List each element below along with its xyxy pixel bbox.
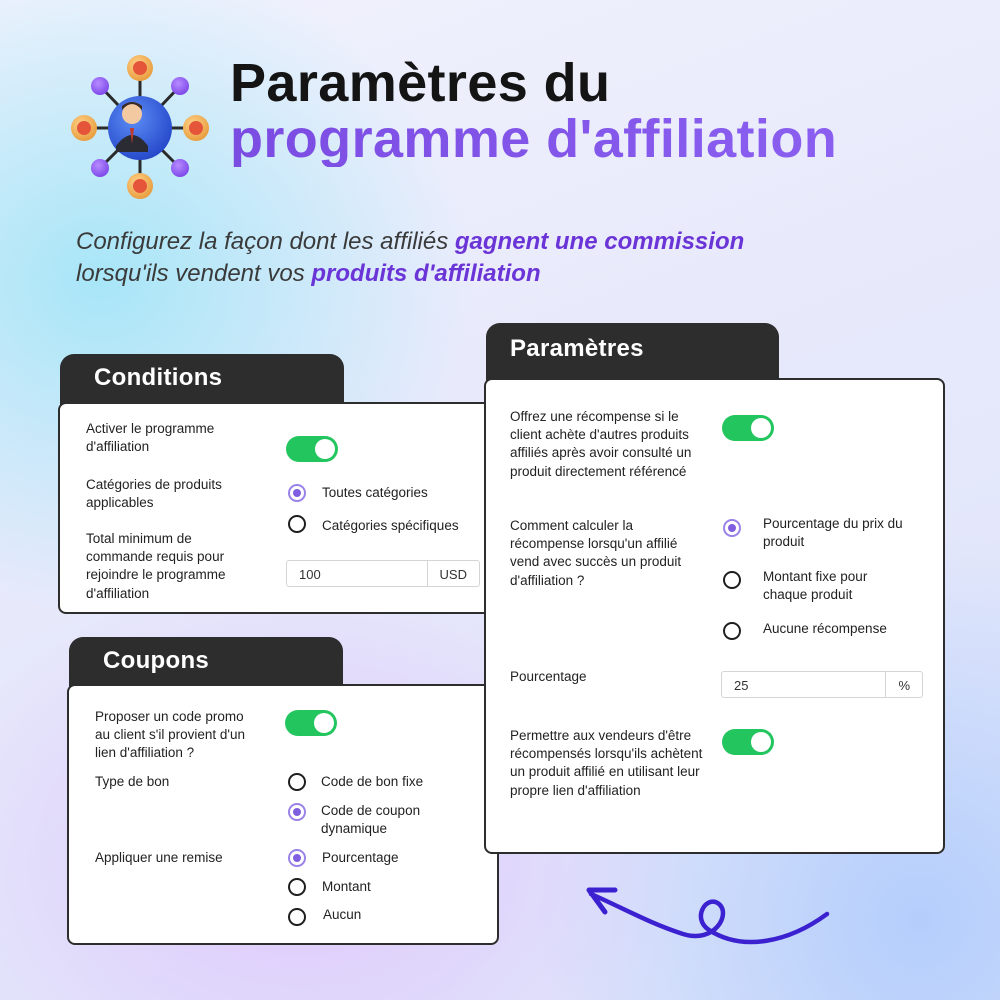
- affiliate-network-icon: [71, 55, 209, 199]
- calc-method-label: Comment calculer la récompense lorsqu'un…: [510, 518, 682, 588]
- option-calc-none: Aucune récompense: [763, 621, 887, 636]
- min-total-label: Total minimum de commande requis pour re…: [86, 531, 226, 601]
- radio-dynamic-coupon[interactable]: [288, 803, 306, 821]
- page-title: Paramètres du programme d'affiliation: [230, 55, 837, 167]
- radio-calc-none[interactable]: [723, 622, 741, 640]
- toggle-knob: [315, 439, 335, 459]
- option-all-categories: Toutes catégories: [322, 485, 428, 500]
- promo-code-toggle[interactable]: [285, 710, 337, 736]
- radio-calc-fixed[interactable]: [723, 571, 741, 589]
- option-calc-fixed: Montant fixe pour chaque produit: [763, 569, 868, 603]
- radio-discount-none[interactable]: [288, 908, 306, 926]
- min-total-input[interactable]: 100 USD: [286, 560, 480, 587]
- title-line-2: programme d'affiliation: [230, 109, 838, 170]
- discount-label: Appliquer une remise: [95, 850, 223, 865]
- subtitle: Configurez la façon dont les affiliés ga…: [76, 226, 876, 291]
- subtitle-highlight-2: produits d'affiliation: [311, 260, 541, 288]
- radio-specific-categories[interactable]: [288, 515, 306, 533]
- radio-discount-amount[interactable]: [288, 878, 306, 896]
- coupons-card: Proposer un code promo au client s'il pr…: [67, 684, 499, 945]
- self-reward-label: Permettre aux vendeurs d'être récompensé…: [510, 728, 703, 798]
- reward-other-label: Offrez une récompense si le client achèt…: [510, 409, 692, 479]
- enable-program-label: Activer le programme d'affiliation: [86, 421, 215, 455]
- voucher-type-label: Type de bon: [95, 774, 170, 789]
- coupons-tab-label: Coupons: [103, 647, 210, 674]
- parametres-tab-label: Paramètres: [510, 335, 644, 362]
- percent-input[interactable]: 25 %: [721, 671, 923, 698]
- option-specific-categories: Catégories spécifiques: [322, 518, 459, 533]
- option-discount-none: Aucun: [323, 907, 362, 922]
- reward-other-toggle[interactable]: [722, 415, 774, 441]
- percent-unit: %: [885, 672, 922, 697]
- subtitle-text-2: lorsqu'ils vendent vos: [76, 260, 312, 288]
- option-discount-amount: Montant: [322, 879, 371, 894]
- promo-code-label: Proposer un code promo au client s'il pr…: [95, 709, 245, 761]
- radio-calc-percent[interactable]: [723, 519, 741, 537]
- parametres-card: Offrez une récompense si le client achèt…: [484, 378, 945, 854]
- toggle-knob: [314, 713, 334, 733]
- enable-program-toggle[interactable]: [286, 436, 338, 462]
- radio-discount-percent[interactable]: [288, 849, 306, 867]
- option-dynamic-coupon: Code de coupon dynamique: [321, 803, 421, 837]
- title-line-1: Paramètres du: [230, 53, 611, 113]
- percent-value: 25: [734, 678, 749, 693]
- option-calc-percent: Pourcentage du prix du produit: [763, 516, 903, 550]
- radio-all-categories[interactable]: [288, 484, 306, 502]
- radio-fixed-voucher[interactable]: [288, 773, 306, 791]
- min-total-value: 100: [299, 567, 321, 582]
- categories-label: Catégories de produits applicables: [86, 477, 222, 511]
- option-fixed-voucher: Code de bon fixe: [321, 774, 424, 789]
- curly-arrow-icon: [586, 887, 830, 945]
- option-discount-percent: Pourcentage: [322, 850, 399, 865]
- conditions-tab-label: Conditions: [94, 364, 223, 391]
- toggle-knob: [751, 418, 771, 438]
- toggle-knob: [751, 732, 771, 752]
- self-reward-toggle[interactable]: [722, 729, 774, 755]
- min-total-unit: USD: [426, 561, 479, 586]
- parametres-tab: Paramètres: [486, 323, 779, 387]
- conditions-card: Activer le programme d'affiliation Catég…: [58, 402, 494, 614]
- subtitle-highlight-1: gagnent une commission: [454, 228, 745, 255]
- subtitle-text-1: Configurez la façon dont les affiliés: [76, 228, 455, 255]
- percent-label: Pourcentage: [510, 669, 587, 684]
